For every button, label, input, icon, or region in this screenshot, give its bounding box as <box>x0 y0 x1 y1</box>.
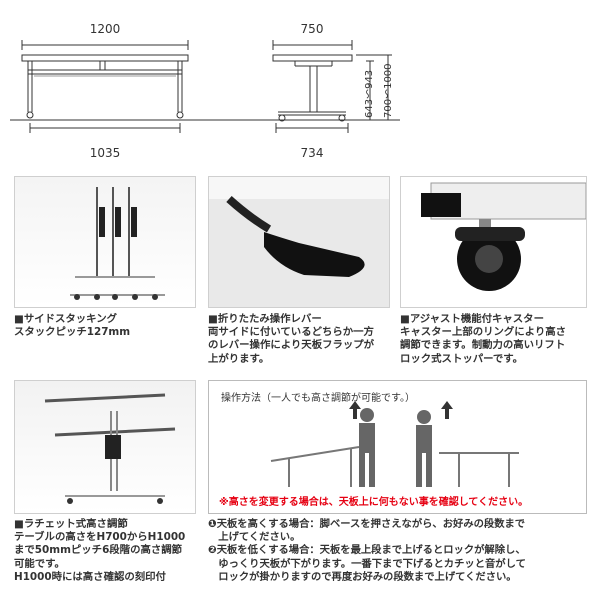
lever-photo <box>208 176 390 308</box>
dimension-drawing: 1200 1035 750 734 643〜943 700〜1000 <box>0 0 600 170</box>
ratchet-caption-line: テーブルの高さをH700からH1000 <box>14 531 186 544</box>
step-2-text-cont: ロックが掛かりますので再度お好みの段数まで上げてください。 <box>208 570 517 583</box>
caster-caption: ■アジャスト機能付キャスター キャスター上部のリングにより高さ 調節できます。制… <box>400 313 566 366</box>
lever-caption-line: 上がります。 <box>208 352 270 365</box>
step-1-text-cont: 上げてください。 <box>208 531 301 544</box>
caster-caption-line: ロック式ストッパーです。 <box>400 352 524 365</box>
side-width-label: 750 <box>300 22 324 36</box>
lever-caption: ■折りたたみ操作レバー 両サイドに付いているどちらか一方 のレバー操作により天板… <box>208 313 374 366</box>
total-height-range-label: 700〜1000 <box>383 63 394 118</box>
caster-caption-title: ■アジャスト機能付キャスター <box>400 313 544 325</box>
warning-text: ※高さを変更する場合は、天板上に何もない事を確認してください。 <box>219 497 529 508</box>
ratchet-caption-title: ■ラチェット式高さ調節 <box>14 518 128 530</box>
operation-panel: 操作方法（一人でも高さ調節が可能です。） ※高さを変更する場合は、天板上に何もな… <box>208 380 587 514</box>
ratchet-caption-line: 可能です。 <box>14 557 65 570</box>
ratchet-photo <box>14 380 196 514</box>
operation-illustration <box>270 401 519 487</box>
front-width-label: 1200 <box>89 22 121 36</box>
front-inner-width-label: 1035 <box>89 146 121 160</box>
height-range-label: 643〜943 <box>364 69 375 118</box>
caster-caption-line: 調節できます。制動力の高いリフト <box>400 339 566 352</box>
caster-caption-line: キャスター上部のリングにより高さ <box>400 326 567 339</box>
stacking-photo <box>14 176 196 308</box>
caster-photo <box>400 176 587 308</box>
dimension-drawing-svg <box>10 40 400 133</box>
side-inner-width-label: 734 <box>300 146 324 160</box>
ratchet-caption-line: H1000時には高さ確認の刻印付 <box>14 570 166 583</box>
lever-caption-line: 両サイドに付いているどちらか一方 <box>208 326 374 339</box>
step-1-text: ❶天板を高くする場合：脚ベースを押さえながら、お好みの段数まで <box>208 518 526 530</box>
step-2-text-cont: ゆっくり天板が下がります。一番下まで下げるとカチッと音がして <box>208 557 526 570</box>
stacking-caption-text: スタックピッチ127mm <box>14 326 131 339</box>
ratchet-caption-line: まで50mmピッチ6段階の高さ調節 <box>14 544 183 557</box>
stacking-caption-title: ■サイドスタッキング <box>14 313 118 325</box>
operation-steps: ❶天板を高くする場合：脚ベースを押さえながら、お好みの段数まで 上げてください。… <box>208 518 526 584</box>
lever-caption-line: のレバー操作により天板フラップが <box>208 339 375 352</box>
operation-title: 操作方法（一人でも高さ調節が可能です。） <box>221 393 415 404</box>
stacking-caption: ■サイドスタッキング スタックピッチ127mm <box>14 313 130 339</box>
step-2-text: ❷天板を低くする場合：天板を最上段まで上げるとロックが解除し、 <box>208 544 526 557</box>
ratchet-caption: ■ラチェット式高さ調節 テーブルの高さをH700からH1000 まで50mmピッ… <box>14 518 185 584</box>
lever-caption-title: ■折りたたみ操作レバー <box>208 313 322 325</box>
